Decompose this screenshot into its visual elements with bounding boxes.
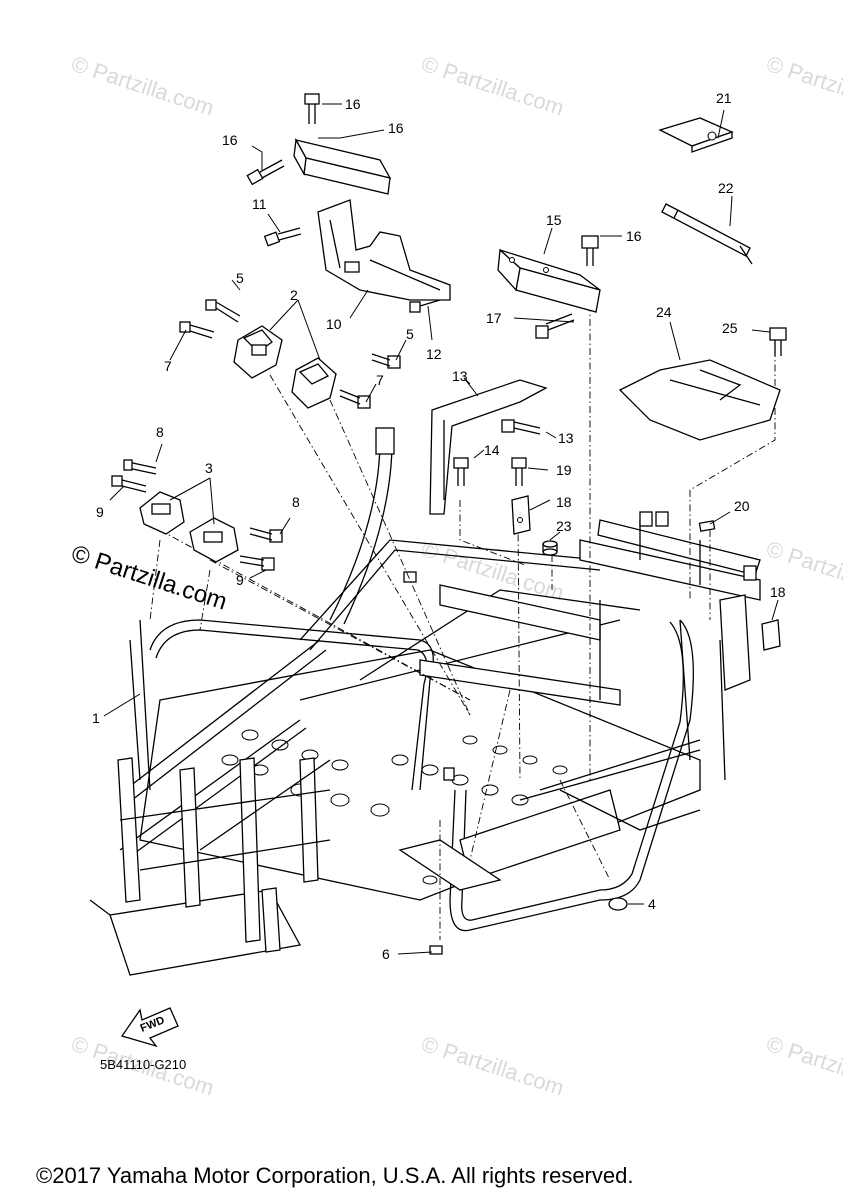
callout-13: 14 bbox=[484, 442, 500, 458]
callout-16: 17 bbox=[486, 310, 502, 326]
callout-2: 2 bbox=[290, 287, 298, 303]
callout-24: 24 bbox=[656, 304, 672, 320]
callout-16: 16 bbox=[222, 132, 238, 148]
callout-14: 15 bbox=[546, 212, 562, 228]
diagram-code: 5B41110-G210 bbox=[100, 1057, 186, 1072]
engine-mount-3a bbox=[139, 491, 185, 535]
callout-10: 10 bbox=[326, 316, 342, 332]
part-6 bbox=[429, 945, 443, 955]
part-21 bbox=[658, 117, 734, 153]
watermark: © Partzilla.com bbox=[763, 51, 843, 121]
callout-3: 3 bbox=[205, 460, 213, 476]
main-frame bbox=[89, 427, 761, 976]
callout-8: 8 bbox=[156, 424, 164, 440]
engine-mount-3b bbox=[189, 517, 239, 563]
callout-8: 8 bbox=[292, 494, 300, 510]
bracket-15 bbox=[293, 137, 392, 195]
callout-18: 19 bbox=[556, 462, 572, 478]
part-19 bbox=[761, 619, 781, 651]
callout-12: 13 bbox=[452, 368, 468, 384]
engine-mount-2b bbox=[291, 357, 337, 409]
callout-7: 7 bbox=[164, 358, 172, 374]
plate-24 bbox=[618, 359, 781, 441]
callout-4: 4 bbox=[648, 896, 656, 912]
callouts: 16 16 16 11 10 2 5 7 12 5 7 8 3 9 8 9 13… bbox=[92, 90, 786, 962]
callout-5: 5 bbox=[236, 270, 244, 286]
engine-mount-2a bbox=[233, 325, 283, 379]
callout-22: 22 bbox=[718, 180, 734, 196]
callout-9: 9 bbox=[96, 504, 104, 520]
fwd-arrow: FWD bbox=[120, 1007, 179, 1048]
callout-11: 12 bbox=[426, 346, 442, 362]
callout-13: 13 bbox=[558, 430, 574, 446]
callout-21: 21 bbox=[716, 90, 732, 106]
callout-6: 6 bbox=[382, 946, 390, 962]
callout-17: 18 bbox=[556, 494, 572, 510]
callout-25: 25 bbox=[722, 320, 738, 336]
callout-9: 9 bbox=[236, 572, 244, 588]
callout-11: 11 bbox=[252, 196, 267, 212]
bracket-10 bbox=[317, 199, 451, 301]
bracket-12 bbox=[429, 379, 548, 515]
callout-1: 1 bbox=[92, 710, 100, 726]
copyright: ©2017 Yamaha Motor Corporation, U.S.A. A… bbox=[36, 1163, 633, 1188]
part-22 bbox=[661, 203, 753, 265]
callout-16: 16 bbox=[345, 96, 361, 112]
callout-16: 16 bbox=[626, 228, 642, 244]
callout-19: 18 bbox=[770, 584, 786, 600]
watermark: © Partzilla.com bbox=[418, 51, 567, 121]
part-23 bbox=[542, 540, 558, 556]
watermark: © Partzilla.com bbox=[763, 1031, 843, 1101]
watermark: © Partzilla.com bbox=[68, 51, 217, 121]
leader-lines bbox=[103, 103, 779, 955]
bracket-17 bbox=[511, 495, 531, 535]
callout-20: 20 bbox=[734, 498, 750, 514]
callout-5: 5 bbox=[406, 326, 414, 342]
callout-7: 7 bbox=[376, 372, 384, 388]
part-4 bbox=[608, 897, 628, 911]
callout-23: 23 bbox=[556, 518, 572, 534]
callout-15: 16 bbox=[388, 120, 404, 136]
plate-14 bbox=[497, 248, 601, 313]
bolts bbox=[111, 93, 787, 571]
watermark: © Partzilla.com bbox=[418, 1031, 567, 1101]
